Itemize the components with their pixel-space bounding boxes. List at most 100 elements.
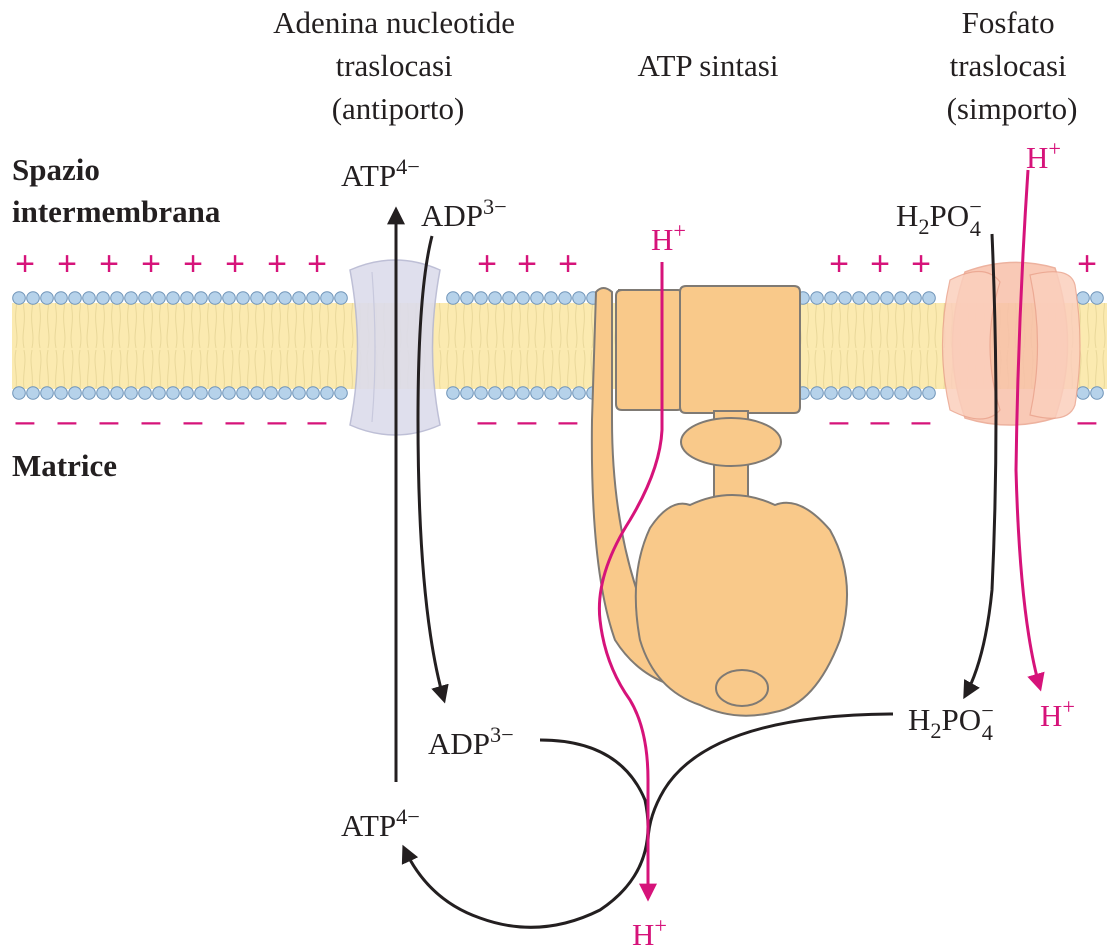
synthase-fo-left xyxy=(616,290,683,410)
lipid-head xyxy=(139,387,152,400)
negative-charge: – xyxy=(308,402,327,440)
lipid-head xyxy=(251,292,264,305)
lipid-head xyxy=(321,387,334,400)
atp-intermembrane-label: ATP4− xyxy=(341,154,420,193)
lipid-head xyxy=(475,387,488,400)
lipid-head xyxy=(251,387,264,400)
matrix-label: Matrice xyxy=(12,448,117,483)
lipid-head xyxy=(125,292,138,305)
lipid-head xyxy=(83,292,96,305)
lipid-head xyxy=(237,292,250,305)
negative-charge: – xyxy=(912,402,931,440)
lipid-head xyxy=(1077,387,1090,400)
negative-charge: – xyxy=(871,402,890,440)
atp-matrix-label: ATP4− xyxy=(341,804,420,843)
negative-charge: – xyxy=(830,402,849,440)
adp-to-synthase-curve xyxy=(404,740,648,927)
lipid-head xyxy=(237,387,250,400)
positive-charge: + xyxy=(225,245,245,283)
lipid-head xyxy=(1077,292,1090,305)
positive-charge: + xyxy=(99,245,119,283)
positive-charge: + xyxy=(911,245,931,283)
positive-charge: + xyxy=(183,245,203,283)
lipid-head xyxy=(153,292,166,305)
lipid-head xyxy=(811,387,824,400)
proton-synthase-matrix-label: H+ xyxy=(632,913,667,952)
negative-charge: – xyxy=(518,402,537,440)
lipid-head xyxy=(13,292,26,305)
negative-charge: – xyxy=(184,402,203,440)
lipid-head xyxy=(55,292,68,305)
lipid-head xyxy=(41,292,54,305)
positive-charge: + xyxy=(15,245,35,283)
lipid-head xyxy=(307,292,320,305)
lipid-head xyxy=(881,292,894,305)
lipid-head xyxy=(209,387,222,400)
lipid-head xyxy=(153,387,166,400)
lipid-head xyxy=(853,387,866,400)
lipid-head xyxy=(139,292,152,305)
lipid-head xyxy=(853,292,866,305)
lipid-head xyxy=(825,292,838,305)
lipid-head xyxy=(461,387,474,400)
lipid-head xyxy=(111,387,124,400)
lipid-head xyxy=(167,292,180,305)
lipid-head xyxy=(559,387,572,400)
phosphate-intermembrane-label: H2PO−4 xyxy=(896,194,982,241)
lipid-head xyxy=(531,292,544,305)
lipid-head xyxy=(503,387,516,400)
negative-charge: – xyxy=(16,402,35,440)
positive-charge: + xyxy=(57,245,77,283)
lipid-head xyxy=(279,387,292,400)
negative-charge: – xyxy=(1078,402,1097,440)
lipid-head xyxy=(209,292,222,305)
proton-symporter-matrix-label: H+ xyxy=(1040,694,1075,733)
lipid-head xyxy=(531,387,544,400)
lipid-head xyxy=(503,292,516,305)
lipid-head xyxy=(195,292,208,305)
lipid-head xyxy=(867,292,880,305)
lipid-head xyxy=(223,387,236,400)
phosphate-matrix-label: H2PO−4 xyxy=(908,698,994,745)
positive-charge: + xyxy=(477,245,497,283)
lipid-head xyxy=(195,387,208,400)
negative-charge: – xyxy=(100,402,119,440)
lipid-head xyxy=(181,387,194,400)
lipid-head xyxy=(293,387,306,400)
lipid-head xyxy=(27,292,40,305)
lipid-head xyxy=(335,292,348,305)
proton-symporter-outside-label: H+ xyxy=(1026,136,1061,175)
lipid-head xyxy=(573,292,586,305)
phosphate-to-synthase-curve xyxy=(648,714,893,840)
lipid-head xyxy=(895,292,908,305)
lipid-head xyxy=(923,387,936,400)
positive-charge: + xyxy=(267,245,287,283)
lipid-head xyxy=(83,387,96,400)
synthase-stalk-knob xyxy=(681,418,781,466)
positive-charge: + xyxy=(141,245,161,283)
positive-charge: + xyxy=(307,245,327,283)
lipid-head xyxy=(265,387,278,400)
lipid-head xyxy=(447,292,460,305)
lipid-head xyxy=(447,387,460,400)
lipid-head xyxy=(13,387,26,400)
lipid-head xyxy=(461,292,474,305)
negative-charge: – xyxy=(559,402,578,440)
lipid-head xyxy=(27,387,40,400)
lipid-head xyxy=(265,292,278,305)
lipid-head xyxy=(559,292,572,305)
adp-intermembrane-label: ADP3− xyxy=(421,194,507,233)
lipid-head xyxy=(545,292,558,305)
lipid-head xyxy=(279,292,292,305)
lipid-head xyxy=(909,292,922,305)
lipid-head xyxy=(293,292,306,305)
negative-charge: – xyxy=(58,402,77,440)
lipid-head xyxy=(517,292,530,305)
lipid-head xyxy=(181,292,194,305)
positive-charge: + xyxy=(829,245,849,283)
lipid-head xyxy=(125,387,138,400)
synthase-fo-right xyxy=(680,286,800,413)
lipid-head xyxy=(69,292,82,305)
negative-charge: – xyxy=(226,402,245,440)
